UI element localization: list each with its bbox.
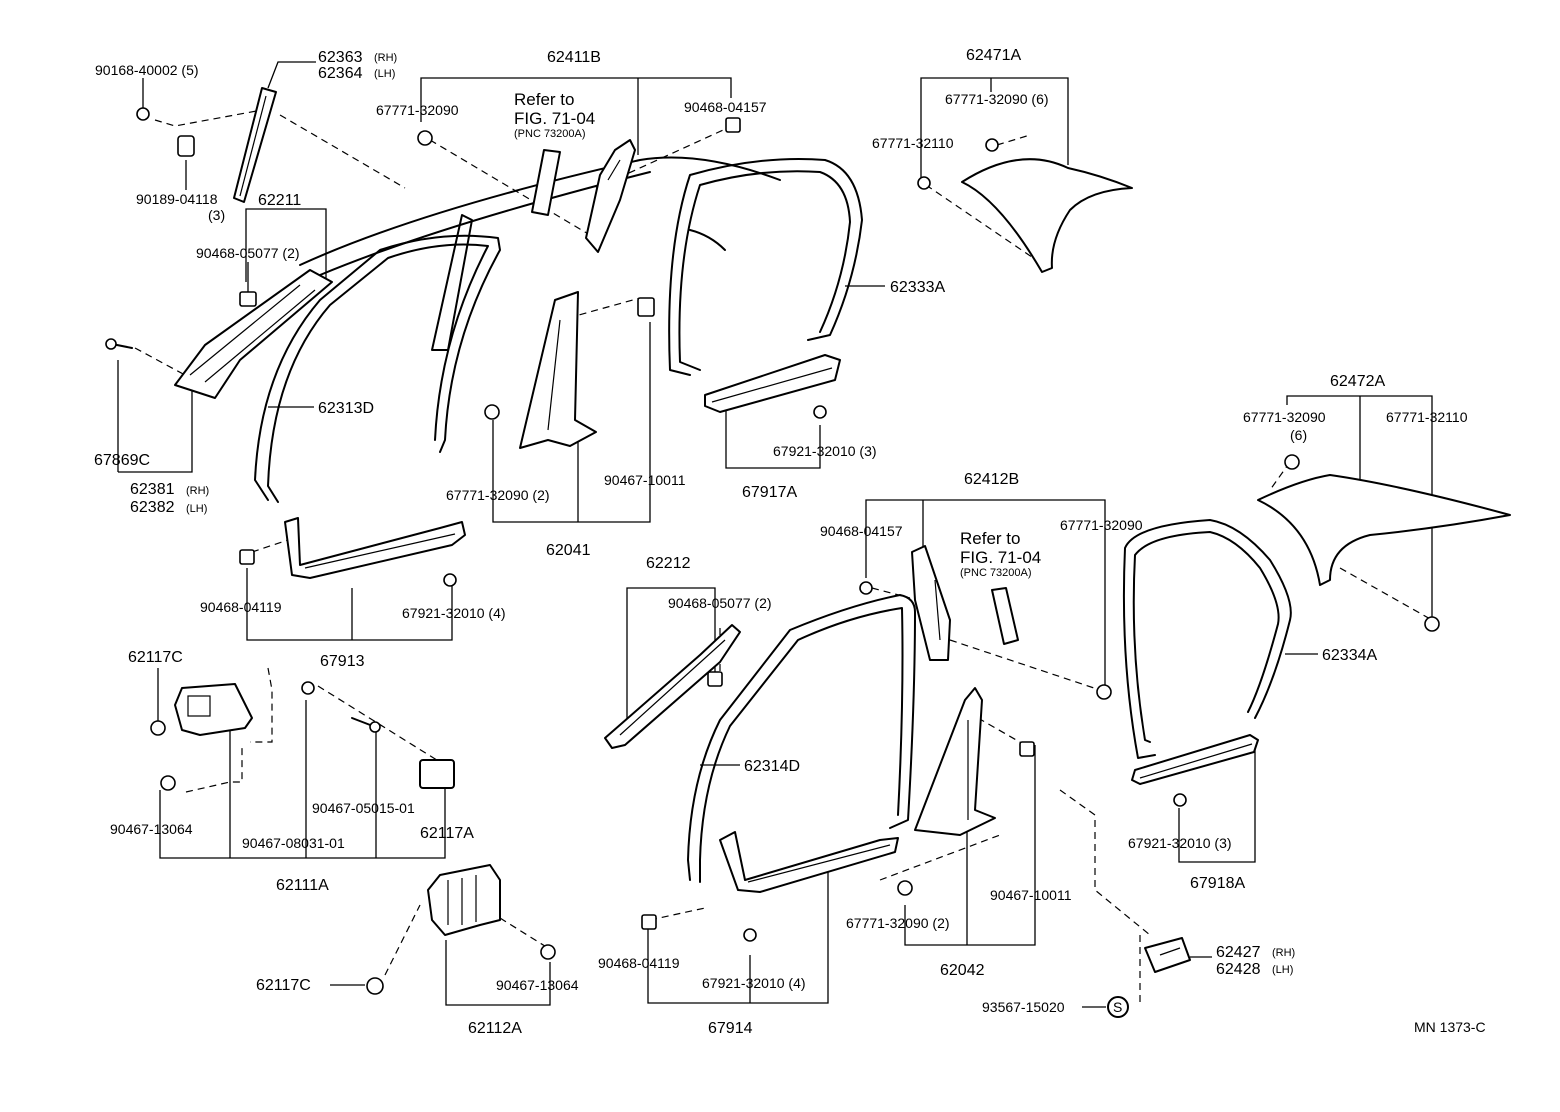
label-refer-a: Refer to	[514, 90, 574, 109]
label-62313d: 62313D	[318, 400, 374, 417]
label-90468-04157-b: 90468-04157	[820, 523, 903, 539]
label-67771-32090-b: 67771-32090 (2)	[446, 487, 550, 503]
label-62117c-a: 62117C	[128, 649, 183, 666]
label-90468-04119-b: 90468-04119	[598, 955, 680, 971]
label-90168: 90168-40002 (5)	[95, 62, 199, 78]
label-67771-32110-a: 67771-32110	[872, 135, 954, 151]
label-67771-32090-a: 67771-32090	[376, 102, 459, 118]
labels: 62363 (RH) 62364 (LH) 90168-40002 (5) 90…	[94, 47, 1486, 1037]
label-90468-05077-a: 90468-05077 (2)	[196, 245, 300, 261]
label-62363-rh: (RH)	[374, 52, 397, 64]
label-62427-rh: (RH)	[1272, 947, 1295, 959]
label-62364: 62364	[318, 65, 363, 82]
label-67921-32010-a: 67921-32010 (3)	[773, 443, 877, 459]
label-93567: 93567-15020	[982, 999, 1065, 1015]
label-90467-08031: 90467-08031-01	[242, 835, 345, 851]
label-67771-32090-d-qty: (6)	[1290, 427, 1307, 443]
label-62117c-b: 62117C	[256, 977, 311, 994]
label-62381: 62381	[130, 481, 175, 498]
label-62411b: 62411B	[547, 49, 601, 66]
label-62382-lh: (LH)	[186, 503, 207, 515]
label-62428: 62428	[1216, 961, 1261, 978]
label-fig-b: FIG. 71-04	[960, 548, 1041, 567]
label-67869c: 67869C	[94, 452, 150, 469]
label-90468-05077-b: 90468-05077 (2)	[668, 595, 772, 611]
label-90467-05015: 90467-05015-01	[312, 800, 415, 816]
label-pnc-b: (PNC 73200A)	[960, 567, 1032, 579]
label-fig-a: FIG. 71-04	[514, 109, 595, 128]
label-62041: 62041	[546, 542, 591, 559]
label-62382: 62382	[130, 499, 175, 516]
label-67918a: 67918A	[1190, 875, 1245, 892]
label-67913: 67913	[320, 653, 365, 670]
label-67771-32090-c: 67771-32090 (6)	[945, 91, 1049, 107]
parts	[105, 87, 1511, 1018]
label-62427: 62427	[1216, 944, 1261, 961]
label-90189: 90189-04118	[136, 191, 218, 207]
leader-lines	[117, 61, 1433, 1008]
label-62333a: 62333A	[890, 279, 945, 296]
label-90467-10011-b: 90467-10011	[990, 887, 1072, 903]
label-62042: 62042	[940, 962, 985, 979]
label-pnc-a: (PNC 73200A)	[514, 128, 586, 140]
label-90467-13064-a: 90467-13064	[110, 821, 193, 837]
label-90467-10011-a: 90467-10011	[604, 472, 686, 488]
label-90468-04119-a: 90468-04119	[200, 599, 282, 615]
label-62471a: 62471A	[966, 47, 1021, 64]
label-62112a: 62112A	[468, 1020, 522, 1037]
label-62334a: 62334A	[1322, 647, 1377, 664]
label-67771-32090-f: 67771-32090 (2)	[846, 915, 950, 931]
label-s-symbol: S	[1113, 999, 1122, 1015]
label-67921-32010-b: 67921-32010 (4)	[402, 605, 506, 621]
label-67771-32090-d: 67771-32090	[1243, 409, 1326, 425]
label-62381-rh: (RH)	[186, 485, 209, 497]
label-67921-32010-d: 67921-32010 (3)	[1128, 835, 1232, 851]
label-62363: 62363	[318, 49, 363, 66]
label-refer-b: Refer to	[960, 529, 1020, 548]
label-62428-lh: (LH)	[1272, 964, 1293, 976]
label-90189-qty: (3)	[208, 207, 225, 223]
label-62314d: 62314D	[744, 758, 800, 775]
label-62212: 62212	[646, 555, 691, 572]
dashed-lines	[134, 109, 1433, 1005]
label-62117a: 62117A	[420, 825, 474, 842]
label-67921-32010-c: 67921-32010 (4)	[702, 975, 806, 991]
label-67771-32110-b: 67771-32110	[1386, 409, 1468, 425]
label-90468-04157-a: 90468-04157	[684, 99, 767, 115]
label-62364-lh: (LH)	[374, 68, 395, 80]
label-mn-1373c: MN 1373-C	[1414, 1019, 1486, 1035]
label-67914: 67914	[708, 1020, 753, 1037]
label-62472a: 62472A	[1330, 373, 1385, 390]
label-67917a: 67917A	[742, 484, 797, 501]
label-62412b: 62412B	[964, 471, 1019, 488]
label-62111a: 62111A	[276, 877, 329, 894]
label-67771-32090-e: 67771-32090	[1060, 517, 1143, 533]
label-62211: 62211	[258, 192, 301, 209]
label-90467-13064-b: 90467-13064	[496, 977, 579, 993]
